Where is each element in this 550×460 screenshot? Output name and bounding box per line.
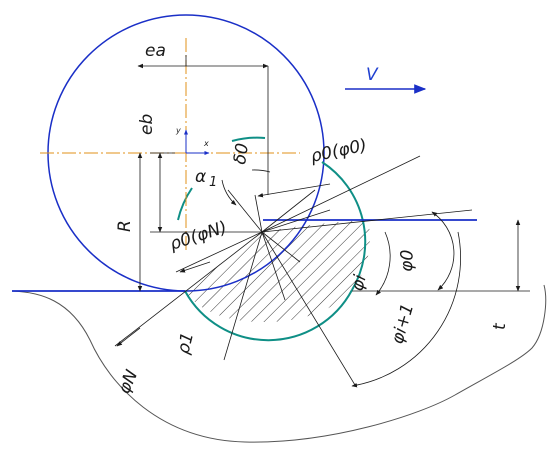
delta0-arc: [251, 169, 271, 173]
workpiece-outline: [11, 284, 547, 443]
label-R: R: [115, 220, 135, 232]
label-rho1: ρ1: [173, 330, 198, 356]
rho0-phiN-arrow: [179, 261, 211, 273]
trajectory-arc-upper: [231, 136, 266, 142]
label-t: t: [490, 322, 510, 330]
trajectory-arc-left: [177, 187, 193, 221]
trajectory-arc-lower: [184, 289, 353, 342]
chip-area-hatch: [185, 220, 370, 323]
alpha1-arc: [221, 179, 237, 206]
label-alpha1: α 1: [195, 167, 217, 190]
label-phi-i: φi: [347, 273, 370, 294]
label-alpha1-main: α: [195, 167, 206, 187]
label-y: y: [175, 126, 181, 135]
phi0-arc: [431, 211, 455, 291]
label-phi0: φ0: [397, 249, 418, 272]
label-eb: eb: [137, 114, 157, 135]
label-V: V: [366, 65, 379, 85]
label-delta0: δ0: [230, 142, 253, 166]
rho0-phi0-arrow: [257, 183, 331, 198]
phi-i-arc: [375, 231, 391, 296]
label-ea: ea: [145, 41, 166, 61]
label-phi-i1: φi+1: [388, 301, 419, 346]
phi-i1-arc: [351, 231, 461, 388]
label-rho0-phiN: ρ0(φN): [167, 218, 229, 255]
label-phiN: φN: [114, 367, 142, 397]
label-alpha1-sub: 1: [209, 175, 217, 190]
label-rho0-phi0: ρ0(φ0): [309, 135, 369, 166]
label-x: x: [203, 139, 209, 148]
phiN-arrow: [116, 327, 141, 347]
